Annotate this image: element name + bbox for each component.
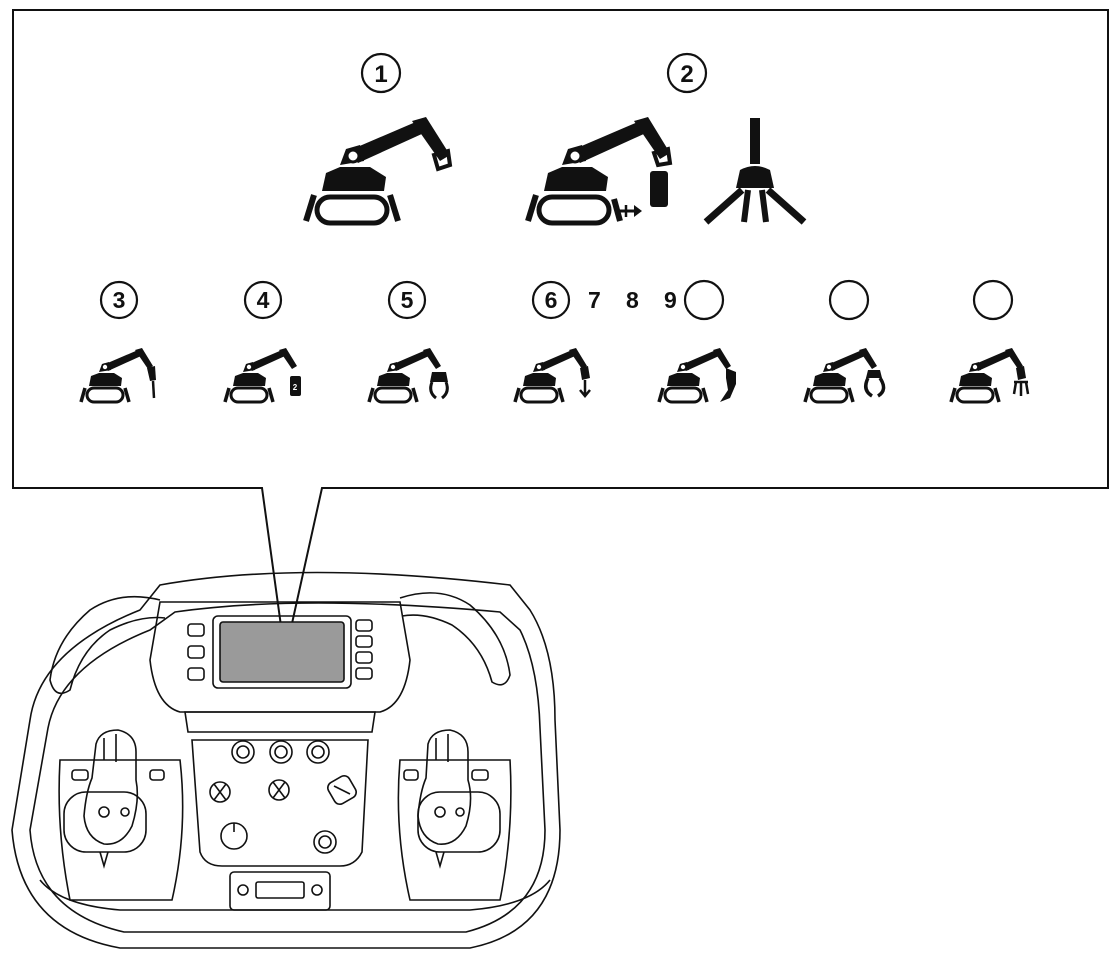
display-screen <box>219 621 345 683</box>
svg-text:6: 6 <box>545 287 558 313</box>
rotary-switch[interactable] <box>326 774 359 807</box>
softkey-right-1[interactable] <box>355 619 373 632</box>
callout-4: 4 <box>243 280 283 320</box>
knob[interactable] <box>313 830 337 854</box>
callout-8: 8 <box>626 287 639 313</box>
sorting-grab-tool-icon <box>949 346 1030 404</box>
drill-tool-icon <box>513 346 591 404</box>
callout-3: 3 <box>99 280 139 320</box>
right-handle[interactable] <box>399 592 511 686</box>
grab-tool-icon <box>367 346 449 404</box>
bucket-tool-icon <box>657 346 736 404</box>
callout-9: 9 <box>664 287 677 313</box>
left-handle[interactable] <box>49 595 166 695</box>
svg-text:2: 2 <box>680 61 693 88</box>
outrigger-stabilizer-icon <box>703 118 807 225</box>
svg-text:4: 4 <box>257 287 270 313</box>
softkey-right-4[interactable] <box>355 667 373 680</box>
softkey-right-2[interactable] <box>355 635 373 648</box>
callout-2: 2 <box>666 52 708 94</box>
crusher-tool-icon: 2 <box>223 346 301 404</box>
svg-text:2: 2 <box>293 383 298 392</box>
center-control-plate <box>191 739 369 867</box>
left-joystick[interactable] <box>58 729 184 901</box>
machine-with-tool-icon <box>303 117 453 226</box>
knob[interactable] <box>268 779 290 801</box>
softkey-right-3[interactable] <box>355 651 373 664</box>
svg-text:1: 1 <box>374 61 387 88</box>
claw-tool-icon <box>803 346 886 404</box>
softkey-left-1[interactable] <box>187 623 205 637</box>
svg-text:5: 5 <box>401 287 414 313</box>
callout-1: 1 <box>360 52 402 94</box>
empty-callout-circle <box>828 279 870 321</box>
knob[interactable] <box>209 781 231 803</box>
breaker-tool-icon <box>79 346 156 404</box>
connector-port <box>229 871 331 911</box>
callout-5: 5 <box>387 280 427 320</box>
softkey-left-2[interactable] <box>187 645 205 659</box>
svg-text:3: 3 <box>113 287 126 313</box>
remote-control-unit <box>11 571 561 949</box>
display-housing <box>149 601 411 713</box>
knob[interactable] <box>269 740 293 764</box>
right-joystick[interactable] <box>397 729 512 901</box>
machine-with-tool-and-stabilizer-icon <box>525 117 673 226</box>
empty-callout-circle <box>972 279 1014 321</box>
callout-6: 6 <box>531 280 571 320</box>
knob[interactable] <box>231 740 255 764</box>
softkey-left-3[interactable] <box>187 667 205 681</box>
callout-panel <box>12 9 1109 656</box>
callout-7: 7 <box>588 287 601 313</box>
knob[interactable] <box>306 740 330 764</box>
empty-callout-circle <box>683 279 725 321</box>
